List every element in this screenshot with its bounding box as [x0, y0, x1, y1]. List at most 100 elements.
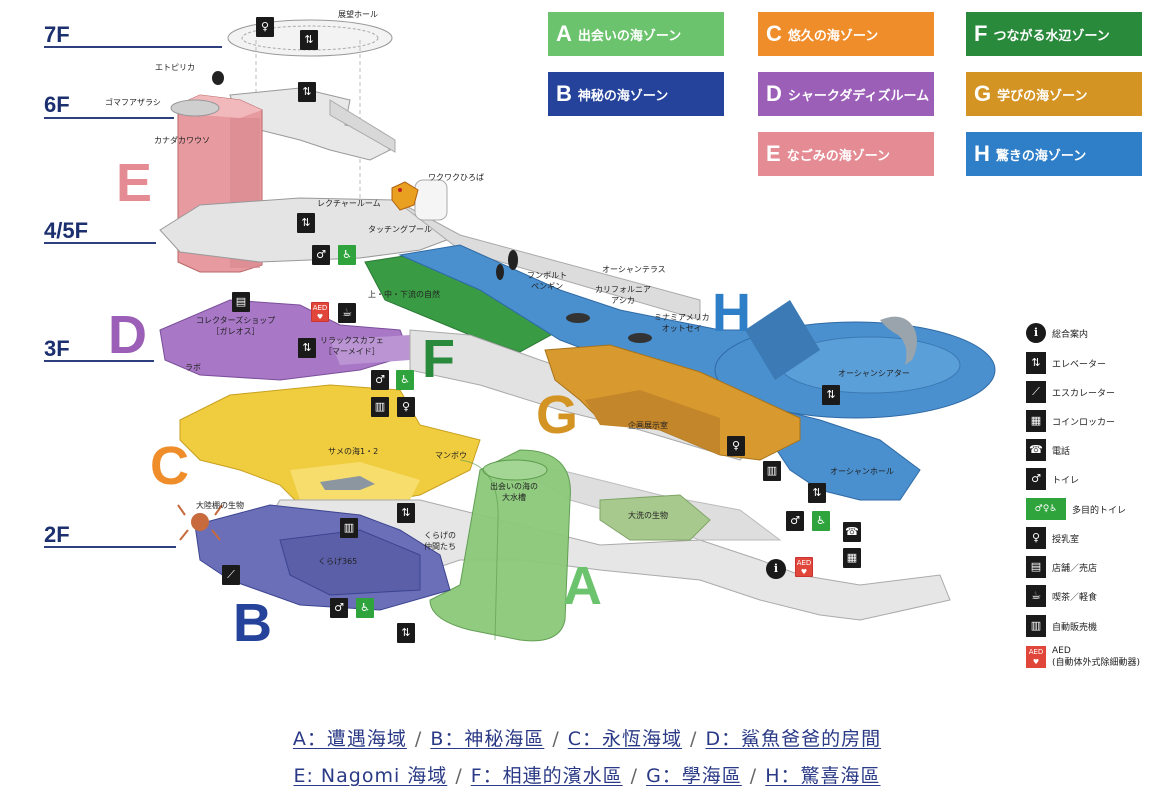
legend-row-info: i 総合案内: [1026, 322, 1088, 344]
nursing-room-icon: ♀: [727, 436, 745, 456]
zone-g-area: [544, 344, 801, 461]
vending-machine-icon: ▥: [1026, 615, 1046, 637]
legend-label: 授乳室: [1052, 534, 1080, 545]
label-collector-shop: コレクターズショップ ［ガレオス］: [196, 316, 276, 336]
zone-name: 学びの海ゾーン: [997, 88, 1088, 104]
elevator-icon: ⇅: [298, 338, 316, 358]
zone-name: つながる水辺ゾーン: [993, 28, 1110, 44]
label-shark-sea: サメの海1・2: [328, 447, 379, 456]
dolphin-figure: [880, 316, 917, 365]
caption-link-a[interactable]: A：遭遇海域: [292, 728, 407, 750]
legend-row-vending-machine: ▥ 自動販売機: [1026, 615, 1097, 637]
label-ocean-hall: オーシャンホール: [830, 467, 894, 476]
floor-label-6f: 6F: [44, 92, 70, 117]
elevator-icon: ⇅: [822, 385, 840, 405]
zone-letter: H: [974, 141, 990, 166]
label-observation-hall: 展望ホール: [338, 10, 378, 19]
caption-link-f[interactable]: F：相連的濱水區: [470, 765, 623, 787]
caption-separator: /: [630, 765, 639, 787]
legend-row-escalator: ⟋ エスカレーター: [1026, 381, 1115, 403]
map-letter-d: D: [108, 305, 147, 365]
legend-label: 喫茶／軽食: [1052, 592, 1098, 603]
zone-legend-d: D シャークダディズルーム: [758, 72, 934, 116]
caption-link-g[interactable]: G：學海區: [646, 765, 742, 787]
zone-legend-b: B 神秘の海ゾーン: [548, 72, 724, 116]
caption-separator: /: [552, 728, 560, 750]
toilet-icon: ♂: [1026, 468, 1046, 490]
coin-locker-icon: ▦: [843, 548, 861, 568]
label-sunfish: マンボウ: [435, 451, 467, 460]
toilet-icon: ♂: [312, 245, 330, 265]
telephone-icon: ☎: [843, 522, 861, 542]
caption-link-d[interactable]: D：鯊魚爸爸的房間: [705, 728, 882, 750]
legend-label: トイレ: [1052, 475, 1080, 486]
label-south-american: ミナミアメリカ オットセイ: [654, 313, 710, 333]
map-letter-b: B: [233, 593, 272, 653]
map-letter-e: E: [116, 153, 153, 213]
toilet-icon: ♂: [371, 370, 389, 390]
label-touch-pool: タッチングプール: [368, 225, 432, 234]
telephone-icon: ☎: [1026, 439, 1046, 461]
zone-name: 悠久の海ゾーン: [787, 28, 879, 44]
toilet-icon: ♂: [330, 598, 348, 618]
label-ocean-terrace: オーシャンテラス: [602, 265, 666, 274]
caption-separator: /: [690, 728, 698, 750]
caption-link-h[interactable]: H：驚喜海區: [765, 765, 881, 787]
escalator-icon: ⟋: [222, 565, 240, 585]
shark-figure: [320, 476, 375, 490]
escalator-icon: ⟋: [1026, 381, 1046, 403]
zone-legend-g: G 学びの海ゾーン: [966, 72, 1142, 116]
floor-line-7f: [44, 46, 222, 48]
map-letter-h: H: [712, 283, 751, 343]
elevator-icon: ⇅: [297, 213, 315, 233]
zone-legend-c: C 悠久の海ゾーン: [758, 12, 934, 56]
elevator-icon: ⇅: [1026, 352, 1046, 374]
cafe-icon: ☕: [338, 303, 356, 323]
shop-icon: ▤: [232, 292, 250, 312]
map-letter-a: A: [563, 556, 602, 616]
floor-label-45f: 4/5F: [44, 218, 89, 243]
map-letter-g: G: [536, 385, 579, 445]
floor-label-2f: 2F: [44, 522, 70, 547]
platform-2f: [229, 469, 951, 621]
caption-link-e[interactable]: E: Nagomi 海域: [293, 765, 448, 787]
label-jellyfish365: くらげ365: [318, 557, 358, 566]
nursing-room-icon: ♀: [256, 17, 274, 37]
shop-icon: ▤: [1026, 556, 1046, 578]
caption-line-2: E: Nagomi 海域/F：相連的濱水區/G：學海區/H：驚喜海區: [0, 761, 1174, 788]
zone-name: 出会いの海ゾーン: [577, 28, 682, 44]
legend-label-aed: AED (自動体外式除細動器): [1052, 645, 1140, 669]
legend-label: AED: [1052, 646, 1071, 656]
label-otter: カナダカワウソ: [154, 136, 210, 145]
multipurpose-toilet-icon: ♂♀♿: [1026, 498, 1066, 520]
zone-name: 驚きの海ゾーン: [995, 148, 1087, 164]
aquarium-floor-map: [159, 19, 996, 642]
crab-figure: [177, 504, 223, 541]
label-jellyfish-friends: くらげの 仲間たち: [424, 531, 456, 551]
label-big-tank: 出会いの海の 大水槽: [490, 482, 538, 502]
label-california: カリフォルニア アシカ: [595, 285, 651, 305]
sea-lion-figures: [566, 313, 652, 343]
floor-label-3f: 3F: [44, 336, 70, 361]
elevator-icon: ⇅: [300, 30, 318, 50]
info-icon: i: [1026, 323, 1046, 343]
legend-label: 店舗／売店: [1052, 563, 1098, 574]
vending-machine-icon: ▥: [371, 397, 389, 417]
label-upper-stream: 上・中・下流の自然: [368, 290, 440, 299]
floor-line-45f: [44, 242, 156, 244]
legend-label: 総合案内: [1052, 329, 1089, 340]
coin-locker-icon: ▦: [1026, 410, 1046, 432]
legend-row-multipurpose-toilet: ♂♀♿ 多目的トイレ: [1026, 498, 1126, 520]
zone-legend-a: A 出会いの海ゾーン: [548, 12, 724, 56]
caption-link-c[interactable]: C：永恆海域: [567, 728, 683, 750]
floor-line-2f: [44, 546, 176, 548]
zone-letter: E: [766, 141, 781, 166]
label-exhibit-room: 企画展示室: [628, 421, 668, 430]
elevator-icon: ⇅: [397, 503, 415, 523]
platform-6f: [229, 87, 396, 161]
label-lecture-room: レクチャールーム: [317, 199, 381, 208]
zone-legend-e: E なごみの海ゾーン: [758, 132, 934, 176]
zone-h-area: [398, 244, 996, 501]
caption-link-b[interactable]: B：神秘海區: [430, 728, 545, 750]
legend-sublabel: (自動体外式除細動器): [1052, 658, 1141, 668]
